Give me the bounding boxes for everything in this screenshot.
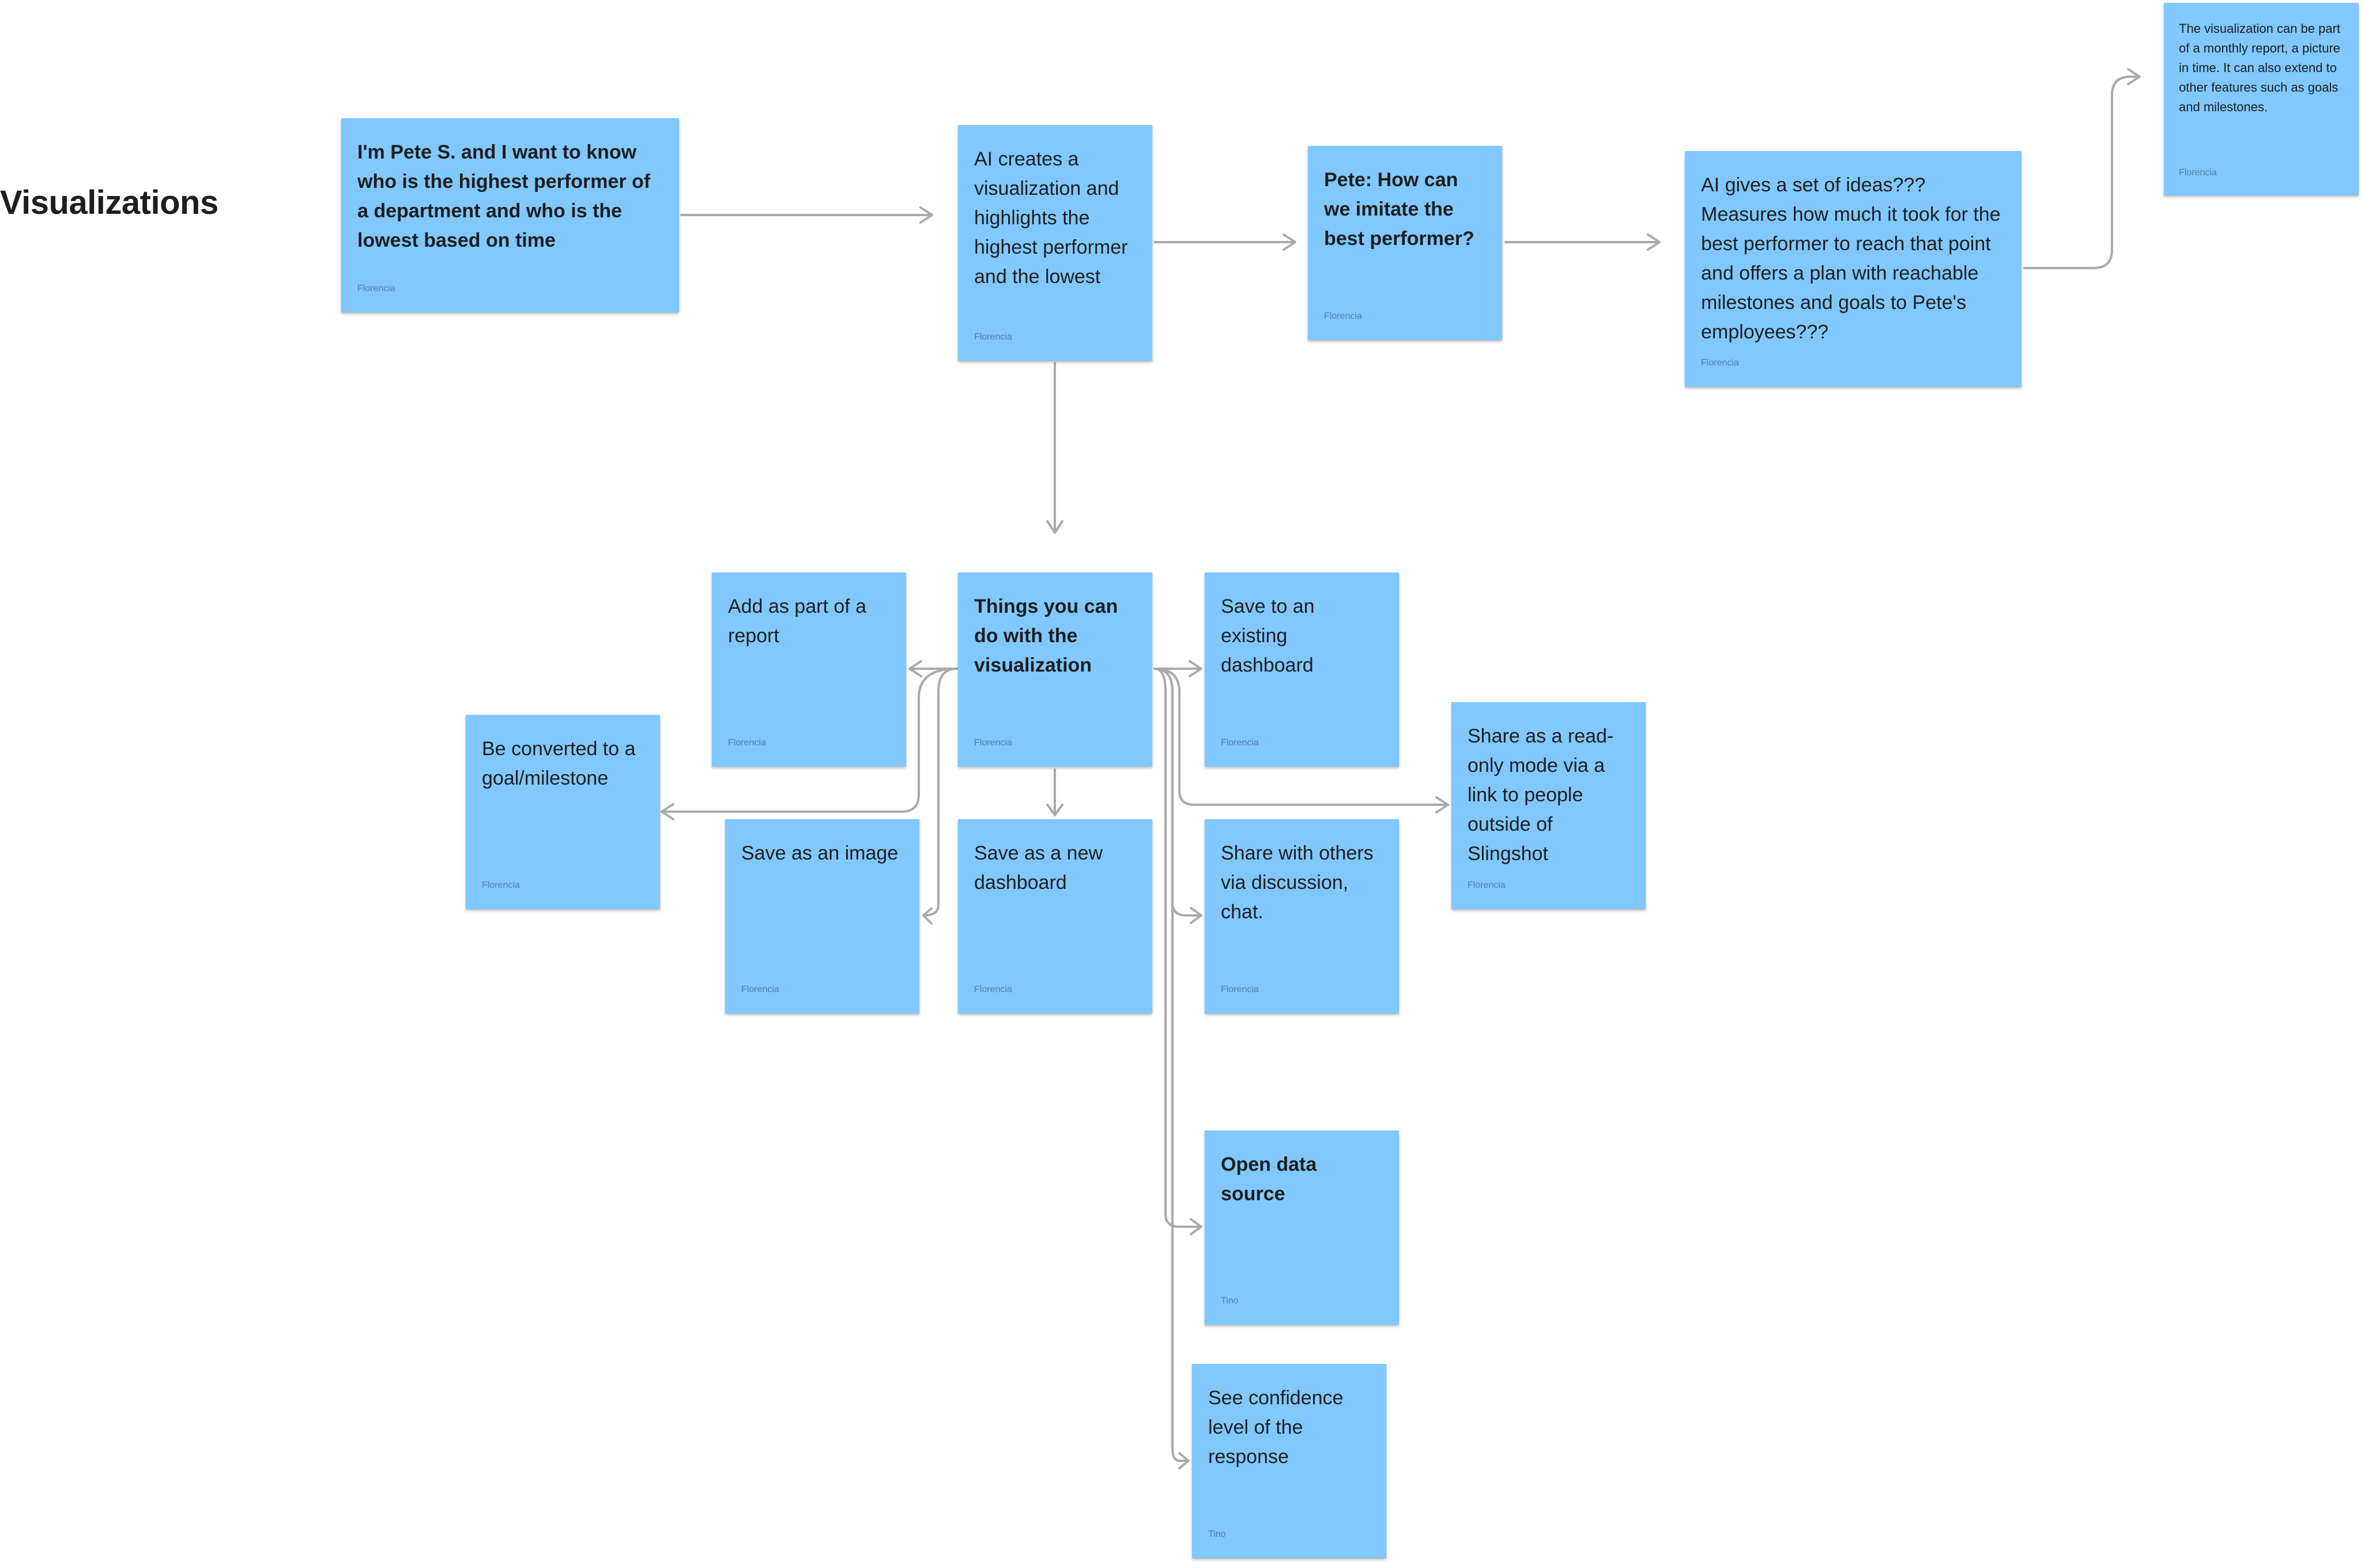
sticky-share-discussion[interactable]: Share with others via discussion, chat. …	[1205, 819, 1399, 1013]
note-text: Save to an existing dashboard	[1221, 595, 1315, 676]
note-text: The visualization can be part of a month…	[2179, 21, 2341, 114]
arrowhead-icon	[661, 803, 674, 820]
connector-ideas-to-report[interactable]	[2023, 76, 2140, 269]
arrowhead-icon	[1283, 233, 1296, 251]
connector-things-to-data-source[interactable]	[1153, 668, 1201, 1228]
note-author: Tino	[1208, 1529, 1226, 1539]
note-author: Florencia	[482, 880, 520, 890]
arrowhead-icon	[2127, 68, 2141, 85]
sticky-save-image[interactable]: Save as an image Florencia	[725, 819, 919, 1013]
note-author: Florencia	[1221, 985, 1259, 994]
connector-things-to-image[interactable]	[922, 668, 958, 917]
connector-things-to-goal[interactable]	[662, 668, 958, 813]
connector-things-to-discussion[interactable]	[1153, 668, 1201, 917]
arrowhead-icon	[919, 206, 933, 224]
note-text: Save as a new dashboard	[974, 842, 1103, 894]
arrowhead-icon	[1190, 1218, 1202, 1235]
note-author: Florencia	[974, 985, 1012, 994]
note-text: Pete: How can we imitate the best perfor…	[1324, 169, 1474, 250]
connector-things-to-confidence[interactable]	[1153, 668, 1189, 1462]
note-author: Florencia	[1468, 880, 1506, 890]
sticky-save-existing-dashboard[interactable]: Save to an existing dashboard Florencia	[1205, 572, 1399, 767]
note-text: I'm Pete S. and I want to know who is th…	[357, 141, 651, 251]
note-author: Tino	[1221, 1296, 1239, 1306]
sticky-save-new-dashboard[interactable]: Save as a new dashboard Florencia	[958, 819, 1152, 1013]
note-text: Add as part of a report	[728, 595, 867, 647]
arrowhead-icon	[908, 660, 922, 677]
note-text: Share as a read-only mode via a link to …	[1468, 725, 1614, 865]
arrowhead-icon	[1190, 907, 1202, 924]
arrowhead-icon	[1178, 1452, 1190, 1469]
note-author: Florencia	[728, 738, 766, 748]
note-text: Save as an image	[741, 842, 899, 864]
sticky-pete-question[interactable]: I'm Pete S. and I want to know who is th…	[341, 118, 679, 312]
arrowhead-icon	[1435, 796, 1449, 813]
arrowhead-icon	[1046, 804, 1063, 816]
note-author: Florencia	[1701, 358, 1739, 368]
sticky-ai-creates[interactable]: AI creates a visualization and highlight…	[958, 125, 1152, 361]
note-author: Florencia	[1324, 311, 1362, 321]
sticky-share-readonly[interactable]: Share as a read-only mode via a link to …	[1451, 702, 1646, 909]
sticky-pete-imitate[interactable]: Pete: How can we imitate the best perfor…	[1308, 146, 1502, 340]
sticky-things-you-can-do[interactable]: Things you can do with the visualization…	[958, 572, 1152, 767]
note-text: Share with others via discussion, chat.	[1221, 842, 1374, 923]
arrowhead-icon	[1189, 660, 1202, 677]
sticky-goal-milestone[interactable]: Be converted to a goal/milestone Florenc…	[466, 715, 660, 909]
note-author: Florencia	[2179, 168, 2217, 178]
connector-things-to-readonly[interactable]	[1153, 668, 1448, 806]
note-text: AI creates a visualization and highlight…	[974, 148, 1128, 288]
note-author: Florencia	[974, 332, 1012, 342]
note-text: AI gives a set of ideas??? Measures how …	[1701, 174, 2001, 343]
note-author: Florencia	[974, 738, 1012, 748]
arrowhead-icon	[1647, 233, 1661, 251]
note-text: Be converted to a goal/milestone	[482, 738, 636, 789]
sticky-monthly-report[interactable]: The visualization can be part of a month…	[2164, 3, 2359, 195]
sticky-confidence-level[interactable]: See confidence level of the response Tin…	[1192, 1364, 1386, 1558]
note-author: Florencia	[357, 284, 395, 293]
note-author: Florencia	[1221, 738, 1259, 748]
note-text: Open data source	[1221, 1154, 1317, 1205]
note-text: See confidence level of the response	[1208, 1387, 1344, 1468]
sticky-ai-ideas[interactable]: AI gives a set of ideas??? Measures how …	[1685, 151, 2021, 387]
sticky-add-report[interactable]: Add as part of a report Florencia	[712, 572, 906, 767]
sticky-open-data-source[interactable]: Open data source Tino	[1205, 1130, 1399, 1325]
note-author: Florencia	[741, 985, 779, 994]
arrowhead-icon	[1046, 520, 1063, 534]
arrowhead-icon	[922, 907, 933, 925]
section-title: Visualizations	[0, 184, 218, 221]
note-text: Things you can do with the visualization	[974, 595, 1118, 676]
